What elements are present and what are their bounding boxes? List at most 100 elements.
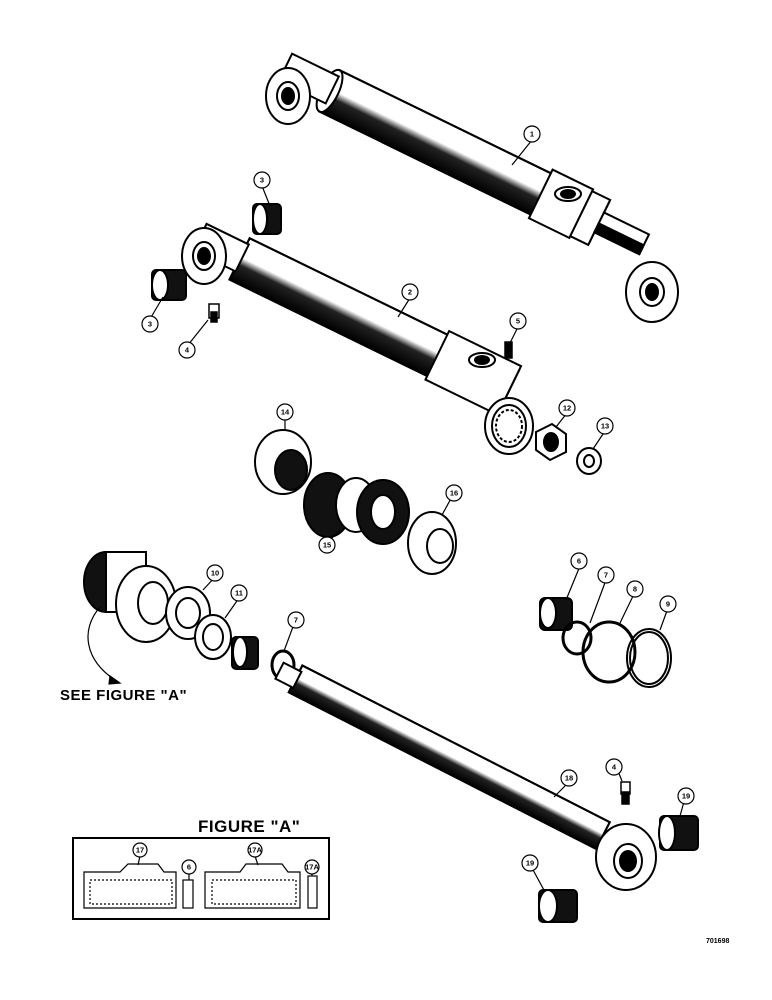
callout-circle bbox=[287, 611, 305, 629]
callout-c14: 14 bbox=[276, 403, 294, 421]
bushing-3-lower bbox=[151, 269, 187, 301]
callout-number: 5 bbox=[516, 317, 520, 326]
bushing-3-upper bbox=[252, 203, 282, 235]
piston-rod-18 bbox=[274, 661, 657, 891]
callout-circle bbox=[626, 580, 644, 598]
callout-number: 3 bbox=[260, 176, 264, 185]
callout-number: 17A bbox=[305, 863, 319, 872]
callout-c10: 10 bbox=[206, 564, 224, 582]
callout-c7a: 7 bbox=[287, 611, 305, 629]
callout-c16: 16 bbox=[445, 484, 463, 502]
callout-number: 11 bbox=[235, 589, 243, 598]
callout-number: 19 bbox=[526, 859, 534, 868]
piston-15 bbox=[303, 472, 410, 545]
figure-a-callout: 17A bbox=[247, 842, 263, 858]
callout-number: 9 bbox=[666, 600, 670, 609]
drawing-number: 701698 bbox=[706, 938, 729, 945]
callout-c18: 18 bbox=[560, 769, 578, 787]
callout-circle bbox=[560, 769, 578, 787]
figure-a-title: FIGURE "A" bbox=[198, 817, 300, 836]
callout-number: 14 bbox=[281, 408, 290, 417]
callout-number: 17A bbox=[248, 846, 262, 855]
assembled-cylinder bbox=[265, 52, 679, 323]
callout-c11: 11 bbox=[230, 584, 248, 602]
callout-c9: 9 bbox=[659, 595, 677, 613]
ring-11 bbox=[194, 614, 232, 660]
callout-c8: 8 bbox=[626, 580, 644, 598]
callout-circle bbox=[230, 584, 248, 602]
callout-c3b: 3 bbox=[141, 315, 159, 333]
cylinder-barrel bbox=[181, 222, 534, 455]
callout-circle bbox=[276, 403, 294, 421]
o-ring-8 bbox=[581, 620, 637, 684]
callout-c4b: 4 bbox=[605, 758, 623, 776]
bushing-19-lower bbox=[538, 889, 578, 923]
callout-c6: 6 bbox=[570, 552, 588, 570]
callout-number: 12 bbox=[563, 404, 571, 413]
grease-fitting-4 bbox=[208, 303, 220, 323]
setscrew-5 bbox=[504, 341, 513, 359]
callout-circle bbox=[445, 484, 463, 502]
callout-circle bbox=[596, 417, 614, 435]
callout-number: 2 bbox=[408, 288, 412, 297]
callout-c19a: 19 bbox=[677, 787, 695, 805]
callout-number: 13 bbox=[601, 422, 609, 431]
callout-number: 15 bbox=[323, 541, 331, 550]
callout-circle bbox=[605, 758, 623, 776]
figure-a-callout: 6 bbox=[181, 859, 197, 875]
backup-ring-9 bbox=[626, 628, 672, 688]
callout-number: 1 bbox=[530, 130, 534, 139]
callout-c1: 1 bbox=[523, 125, 541, 143]
see-figure-label: SEE FIGURE "A" bbox=[60, 687, 187, 704]
callout-number: 6 bbox=[577, 557, 581, 566]
callout-circle bbox=[206, 564, 224, 582]
callout-number: 4 bbox=[612, 763, 617, 772]
piston-cap-16 bbox=[407, 511, 457, 575]
callout-circle bbox=[677, 787, 695, 805]
figure-a-inset: FIGURE "A" 17 6 17A 17A bbox=[72, 817, 330, 920]
callout-circle bbox=[509, 312, 527, 330]
callout-circle bbox=[523, 125, 541, 143]
callout-c5: 5 bbox=[509, 312, 527, 330]
callout-circle bbox=[659, 595, 677, 613]
callout-c15: 15 bbox=[318, 536, 336, 554]
callout-circle bbox=[318, 536, 336, 554]
callout-circle bbox=[401, 283, 419, 301]
callout-circle bbox=[181, 859, 197, 875]
callout-c3a: 3 bbox=[253, 171, 271, 189]
callout-number: 18 bbox=[565, 774, 573, 783]
figure-a-callout: 17A bbox=[304, 859, 320, 875]
callout-circle bbox=[253, 171, 271, 189]
callout-c12: 12 bbox=[558, 399, 576, 417]
callout-circle bbox=[558, 399, 576, 417]
bushing-19-right bbox=[658, 815, 699, 851]
callout-circle bbox=[570, 552, 588, 570]
callout-number: 7 bbox=[604, 571, 608, 580]
callout-circle bbox=[304, 859, 320, 875]
callout-number: 19 bbox=[682, 792, 690, 801]
nut-12 bbox=[535, 422, 567, 462]
callout-circle bbox=[178, 341, 196, 359]
callout-circle bbox=[597, 566, 615, 584]
callout-number: 7 bbox=[294, 616, 298, 625]
callout-number: 6 bbox=[187, 863, 191, 872]
washer-13 bbox=[576, 447, 602, 475]
gland bbox=[83, 551, 177, 643]
figure-a-callout: 17 bbox=[132, 842, 148, 858]
callout-number: 4 bbox=[185, 346, 190, 355]
callout-number: 8 bbox=[633, 585, 637, 594]
callout-c7b: 7 bbox=[597, 566, 615, 584]
callout-circle bbox=[247, 842, 263, 858]
callout-c19b: 19 bbox=[521, 854, 539, 872]
callout-number: 16 bbox=[450, 489, 458, 498]
wiper-seal bbox=[231, 636, 259, 670]
seal-6-section bbox=[182, 879, 194, 909]
seal-17a-section bbox=[307, 875, 318, 909]
callout-circle bbox=[141, 315, 159, 333]
seal-6 bbox=[539, 597, 573, 631]
gland-section-left bbox=[83, 863, 177, 909]
callout-number: 10 bbox=[211, 569, 219, 578]
